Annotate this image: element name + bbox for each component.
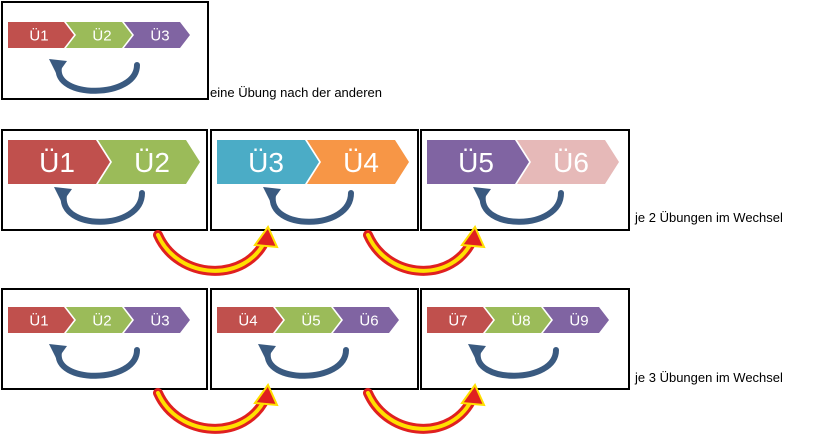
chevron-Ü3 (217, 140, 319, 184)
chevron-label-Ü4: Ü4 (343, 147, 379, 178)
caption-sequential: eine Übung nach der anderen (210, 85, 383, 100)
row-0-group-0-frame (1, 1, 209, 100)
chevron-label-Ü1: Ü1 (29, 311, 48, 329)
chevron-Ü5 (275, 307, 341, 333)
chevron-label-Ü5: Ü5 (458, 147, 494, 178)
chevron-label-Ü2: Ü2 (134, 147, 170, 178)
transition-arrow-row-1-a-outer (153, 230, 271, 276)
chevron-label-Ü2: Ü2 (92, 26, 111, 44)
chevron-Ü4 (217, 307, 283, 333)
chevron-label-Ü6: Ü6 (553, 147, 589, 178)
chevron-Ü8 (485, 307, 551, 333)
transition-arrow-row-1-a-inner (156, 233, 268, 273)
loop-arrow-row-0-group-0-head (49, 59, 67, 75)
loop-arrow-row-1-group-1-head (263, 187, 281, 203)
caption-triples: je 3 Übungen im Wechsel (635, 370, 783, 385)
chevron-Ü6 (517, 140, 619, 184)
chevron-Ü6 (333, 307, 399, 333)
transition-arrow-row-2-a-head (253, 383, 279, 407)
chevron-label-Ü3: Ü3 (150, 26, 169, 44)
loop-arrow-row-2-group-2-head (468, 344, 486, 360)
loop-arrow-row-2-group-0 (55, 347, 140, 379)
chevron-Ü1 (8, 140, 110, 184)
transition-arrow-row-2-a-inner (156, 391, 268, 431)
chevron-label-Ü7: Ü7 (448, 311, 467, 329)
loop-arrow-row-0-group-0 (55, 62, 140, 94)
row-0-group-0: Ü1 Ü2 Ü3 (1, 1, 209, 100)
chevron-Ü5 (427, 140, 529, 184)
chevron-Ü1 (8, 307, 74, 333)
chevron-Ü2 (66, 307, 132, 333)
chevron-label-Ü6: Ü6 (359, 311, 378, 329)
loop-arrow-row-2-group-0-head (49, 344, 67, 360)
chevron-label-Ü5: Ü5 (301, 311, 320, 329)
chevron-label-Ü4: Ü4 (238, 311, 257, 329)
loop-arrow-row-1-group-2 (479, 190, 564, 225)
loop-arrow-row-1-group-0-head (54, 187, 72, 203)
chevron-Ü4 (307, 140, 409, 184)
row-1-group-0: Ü1 Ü2 (1, 129, 208, 231)
chevron-Ü3 (124, 22, 190, 48)
loop-arrow-row-1-group-0 (60, 190, 145, 225)
row-2-group-1: Ü4 Ü5 Ü6 (210, 288, 419, 390)
loop-arrow-row-1-group-2-head (473, 187, 491, 203)
chevron-label-Ü3: Ü3 (248, 147, 284, 178)
chevron-Ü9 (543, 307, 609, 333)
row-1-group-1: Ü3 Ü4 (210, 129, 419, 231)
chevron-Ü2 (66, 22, 132, 48)
transition-arrow-row-1-b-head (460, 225, 486, 249)
transition-arrow-row-1-b-outer (363, 230, 478, 276)
chevron-label-Ü8: Ü8 (511, 311, 530, 329)
transition-arrow-row-2-a-outer (153, 388, 271, 434)
loop-arrow-row-2-group-1 (264, 347, 349, 379)
transition-arrow-row-2-b-inner (366, 391, 475, 431)
chevron-Ü1 (8, 22, 74, 48)
chevron-label-Ü1: Ü1 (29, 26, 48, 44)
transition-arrow-row-1-a-head (253, 225, 279, 249)
transition-arrow-row-2-b-outer (363, 388, 478, 434)
loop-arrow-row-1-group-1 (269, 190, 354, 225)
loop-arrow-row-2-group-1-head (258, 344, 276, 360)
transition-arrow-row-1-b-inner (366, 233, 475, 273)
chevron-Ü2 (98, 140, 200, 184)
row-1-group-2: Ü5 Ü6 (420, 129, 630, 231)
chevron-label-Ü1: Ü1 (39, 147, 75, 178)
caption-pairs: je 2 Übungen im Wechsel (635, 210, 783, 225)
chevron-label-Ü9: Ü9 (569, 311, 588, 329)
loop-arrow-row-2-group-2 (474, 347, 559, 379)
chevron-label-Ü3: Ü3 (150, 311, 169, 329)
chevron-label-Ü2: Ü2 (92, 311, 111, 329)
chevron-Ü3 (124, 307, 190, 333)
chevron-Ü7 (427, 307, 493, 333)
transition-arrow-row-2-b-head (460, 383, 486, 407)
